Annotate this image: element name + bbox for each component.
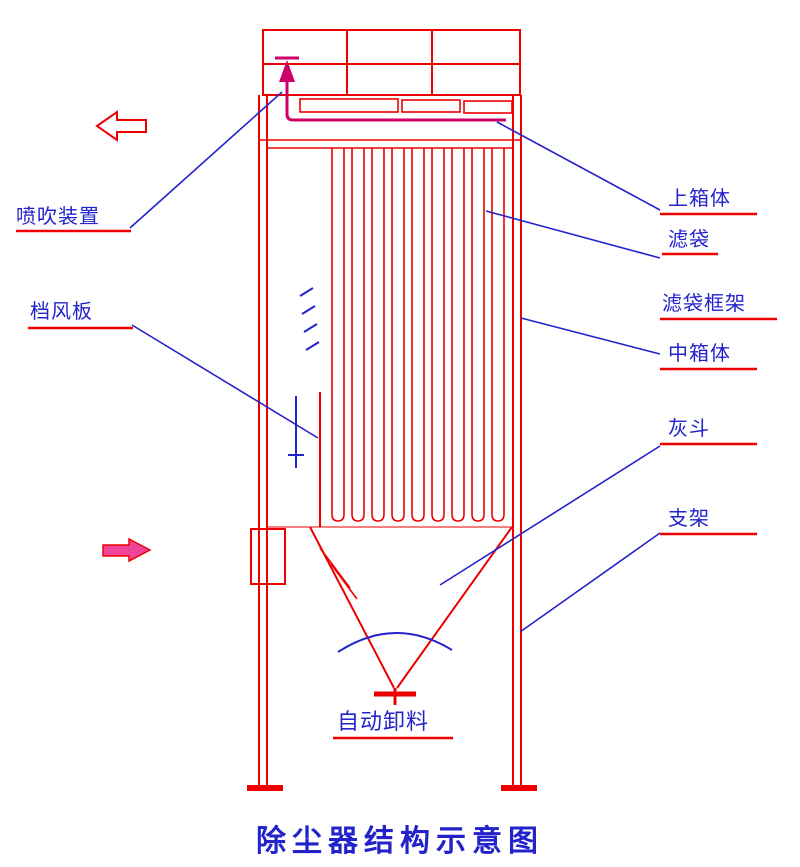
- label-upper-box: 上箱体: [668, 188, 731, 210]
- ash-hopper-walls: [309, 526, 513, 689]
- baffle-ref-line: [288, 396, 304, 468]
- hopper-arc: [337, 632, 453, 653]
- label-baffle: 档风板: [30, 301, 93, 323]
- label-underlines: [16, 212, 777, 740]
- leader-baffle: [131, 324, 319, 439]
- up-pulse-arrow-icon: [275, 56, 299, 112]
- label-blow-device: 喷吹装置: [16, 206, 100, 228]
- label-support: 支架: [668, 508, 710, 530]
- leader-filter-bag: [485, 210, 661, 259]
- structure-lines: [247, 29, 537, 791]
- discharge-valve: [374, 688, 416, 705]
- pulse-pipe-group: [275, 56, 506, 122]
- label-ash-hopper: 灰斗: [668, 418, 710, 440]
- label-bag-cage: 滤袋框架: [662, 293, 746, 315]
- diagram-title: 除尘器结构示意图: [256, 824, 544, 859]
- upper-box: [262, 29, 521, 96]
- venturi-strips: [299, 98, 513, 114]
- blow-pipe: [285, 98, 506, 122]
- body-walls: [258, 95, 522, 788]
- outlet-left-arrow-icon: [95, 110, 147, 142]
- tube-sheet: [259, 139, 521, 149]
- leader-middle-box: [520, 317, 661, 355]
- inlet-right-arrow-icon: [102, 537, 152, 563]
- label-middle-box: 中箱体: [668, 343, 731, 365]
- filter-bags-group: [331, 148, 505, 522]
- leader-support: [519, 532, 661, 633]
- leader-lines: [129, 91, 661, 633]
- inlet-duct-box: [250, 528, 286, 585]
- leader-blow-device: [129, 91, 283, 229]
- blue-annotations: [288, 287, 453, 653]
- label-auto-discharge: 自动卸料: [337, 709, 430, 734]
- label-filter-bag: 滤袋: [668, 229, 710, 251]
- leader-ash-hopper: [439, 445, 661, 586]
- leader-upper-box: [496, 121, 661, 211]
- flow-tick-marks: [299, 287, 320, 351]
